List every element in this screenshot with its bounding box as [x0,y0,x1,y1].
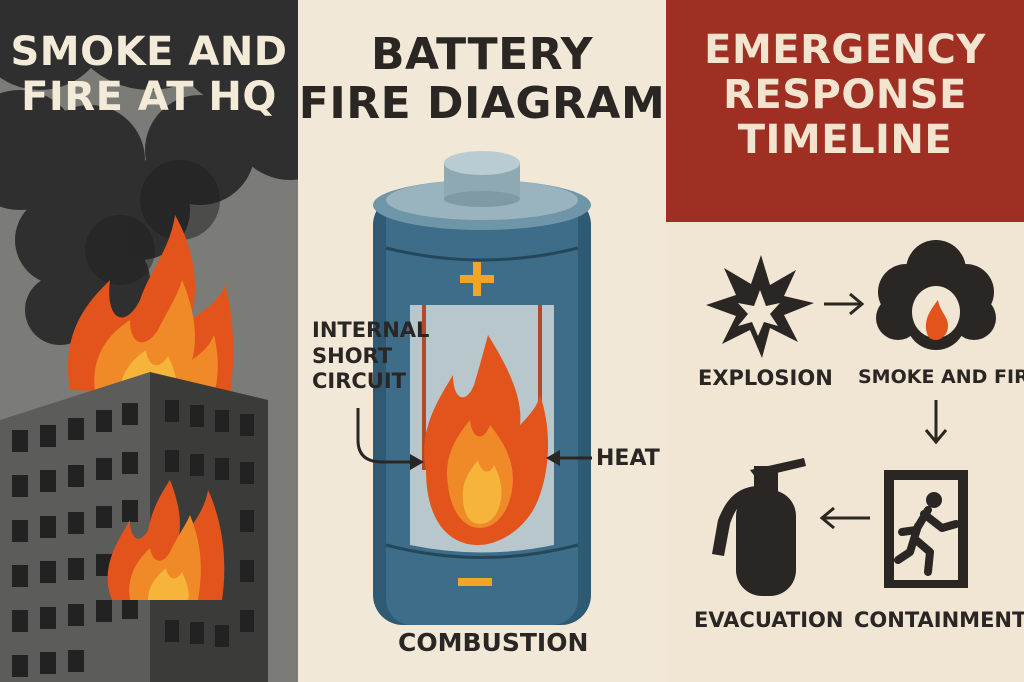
arrow-icon [356,408,416,464]
panel-smoke-and-fire: SMOKE AND FIRE AT HQ [0,0,298,682]
hq-fire-illustration [0,0,298,682]
smoke-clouds [0,0,298,345]
label-heat: HEAT [596,446,660,471]
label-line: INTERNAL [312,318,430,342]
minus-icon [458,578,492,586]
step-label-explosion: EXPLOSION [698,366,833,390]
step-label-containment: CONTAINMENT [854,608,1024,632]
panel-battery-diagram: BATTERY FIRE DIAGRAM [298,0,666,682]
title-line: FIRE DIAGRAM [298,78,666,130]
arrow-head-icon [546,450,560,466]
window-fire [107,480,225,600]
building-windows [12,400,254,677]
panel-response-timeline: EMERGENCY RESPONSE TIMELINE [666,0,1024,682]
panel-title: BATTERY FIRE DIAGRAM [298,30,666,129]
battery-illustration [356,151,592,625]
timeline-illustration [706,240,996,596]
smoke-fire-icon [876,240,996,350]
timeline-header [666,0,1024,222]
arrow-down-icon [924,400,948,445]
title-line: RESPONSE [723,71,967,118]
title-line: SMOKE AND [10,29,288,75]
title-line: FIRE AT HQ [21,73,277,120]
label-combustion: COMBUSTION [398,628,589,657]
title-line: EMERGENCY [704,27,986,73]
explosion-icon [706,255,814,358]
emergency-exit-icon [884,470,968,588]
arrow-right-icon [824,292,865,316]
step-label-smoke-and-fire: SMOKE AND FIRE [858,366,1024,388]
combustion-flame [424,335,549,545]
title-line: BATTERY [370,29,594,80]
plus-icon [460,262,494,296]
title-line: TIMELINE [737,116,953,163]
label-line: CIRCUIT [312,369,406,394]
step-label-evacuation: EVACUATION [694,608,844,632]
label-internal-short-circuit: INTERNAL SHORT CIRCUIT [312,318,429,395]
arrow-left-icon [819,506,870,530]
arrow-head-icon [410,454,424,470]
panel-title: EMERGENCY RESPONSE TIMELINE [666,28,1024,162]
fire-extinguisher-icon [712,458,806,596]
battery-icon [373,151,591,625]
panel-title: SMOKE AND FIRE AT HQ [0,30,298,120]
label-line: SHORT [312,343,393,368]
smoke-shadow [85,160,220,285]
